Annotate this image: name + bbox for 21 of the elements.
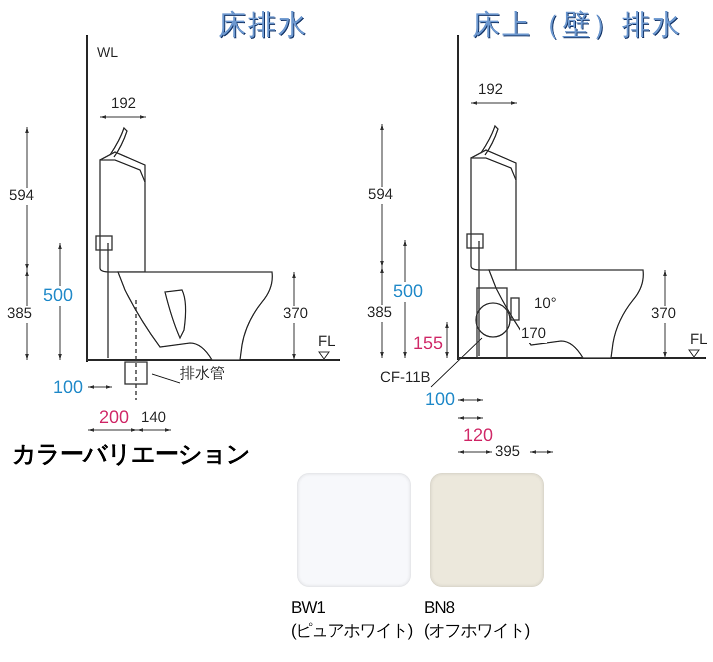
dimension-label: 500 — [392, 282, 424, 302]
section-title: 床排水 — [218, 10, 308, 41]
dimension-label: 594 — [367, 187, 394, 204]
dimension-label: 370 — [650, 306, 678, 322]
dimension-label: 500 — [42, 286, 74, 306]
leader-line — [152, 374, 180, 384]
dimension-label: 370 — [282, 306, 310, 322]
floor-level-label: FL — [318, 334, 336, 350]
wall-level-label: WL — [97, 45, 118, 60]
color-variation-heading: カラーバリエーション — [12, 442, 250, 468]
dimension-label: 385 — [366, 305, 394, 322]
part-label: CF-11B — [380, 370, 431, 386]
dimension-label: 594 — [8, 188, 36, 204]
leader-line — [430, 338, 482, 388]
legend-label: BW1 (ピュアホワイト) — [291, 597, 414, 642]
dimension-label: 170 — [520, 326, 548, 342]
dimension-label: 385 — [6, 306, 34, 322]
floor-level-label: FL — [690, 332, 708, 348]
part-label: 排水管 — [180, 366, 225, 382]
section-title: 床上（壁）排水 — [472, 10, 682, 41]
legend-label: BN8 (オフホワイト) — [424, 597, 530, 642]
